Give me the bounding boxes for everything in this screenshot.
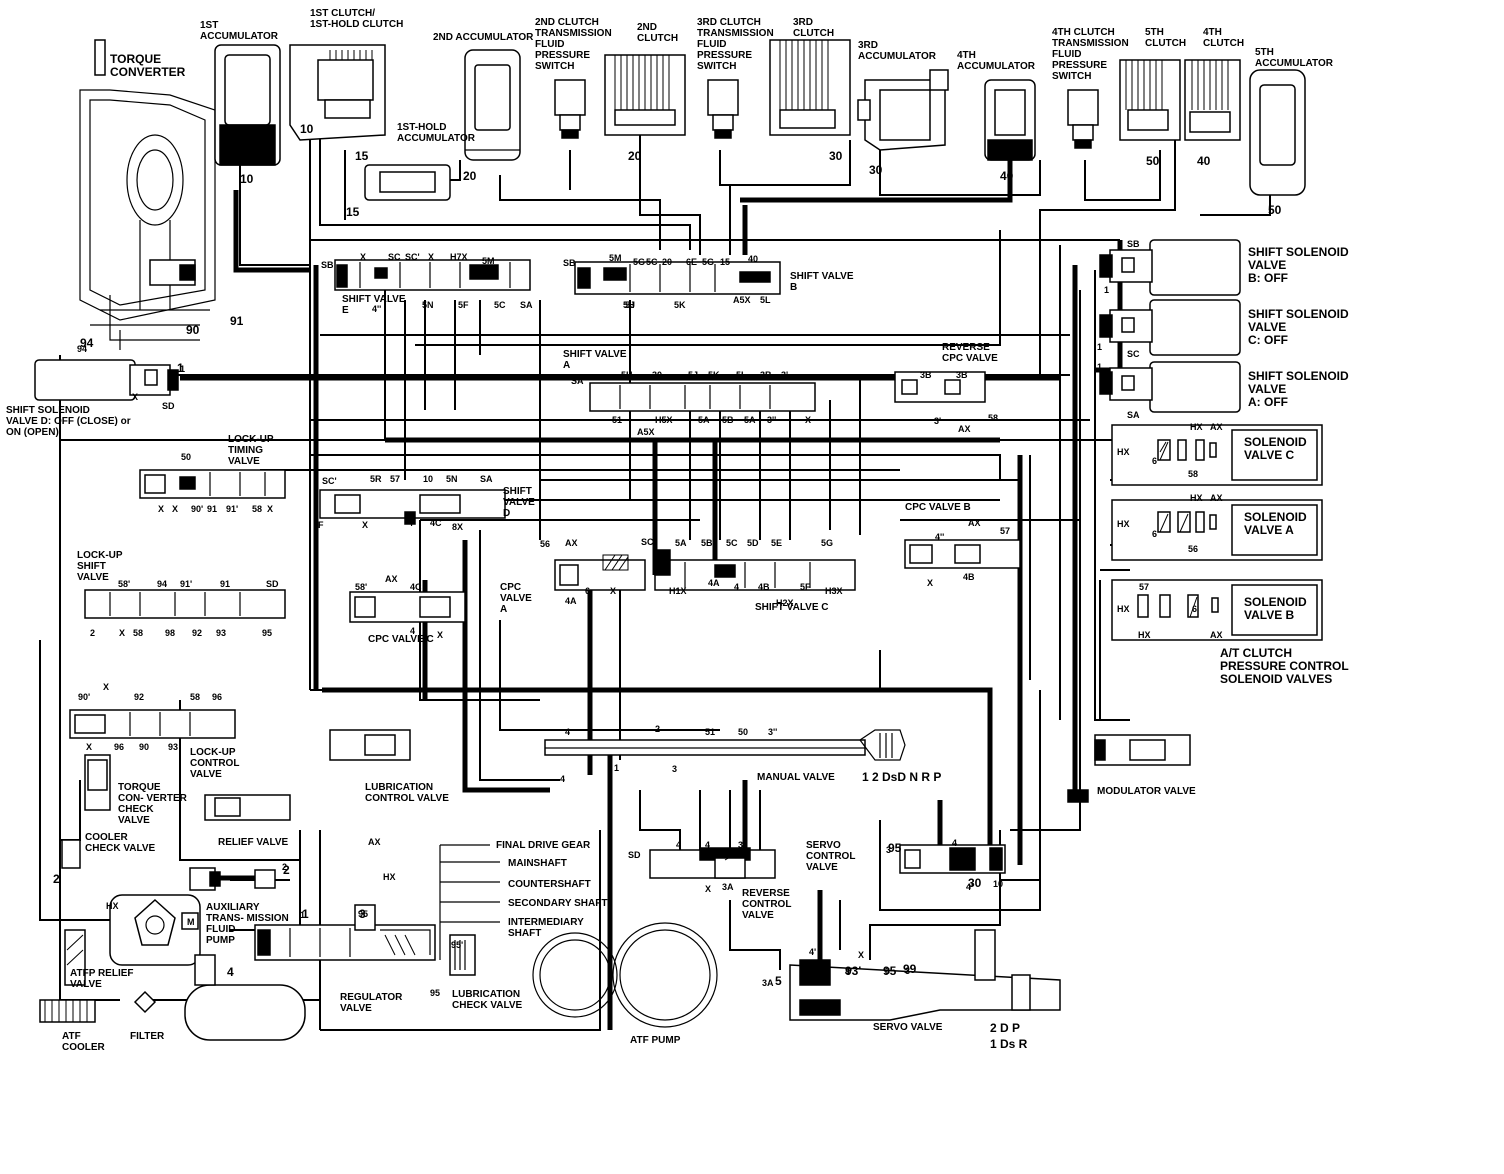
lockup-control-valve xyxy=(69,709,236,739)
atfp-relief-valve xyxy=(64,929,86,986)
lubrication-control-valve xyxy=(329,729,411,761)
servo-valve xyxy=(789,929,1061,1021)
accumulator-2nd xyxy=(464,49,521,161)
modulator-valve xyxy=(1067,734,1191,803)
cpc-valve-c xyxy=(349,591,466,623)
lubrication-check-valve xyxy=(449,934,476,976)
clutch-5th xyxy=(1119,59,1181,141)
shift-solenoid-d xyxy=(34,359,179,401)
lockup-timing-valve xyxy=(139,469,286,499)
shift-solenoid-b xyxy=(1099,239,1241,296)
reverse-cpc-valve xyxy=(894,371,986,403)
shift-valve-a xyxy=(589,382,816,412)
lockup-shift-valve xyxy=(84,589,286,619)
reservoir xyxy=(184,954,306,1041)
atf-pump xyxy=(532,922,718,1028)
pressure-switch-3rd xyxy=(707,79,739,139)
shaft-callouts xyxy=(439,844,500,960)
shift-valve-e xyxy=(334,259,531,291)
regulator-valve xyxy=(254,904,436,961)
pressure-switch-2nd xyxy=(554,79,586,139)
servo-control-valve xyxy=(899,844,1006,874)
accumulator-1st-hold xyxy=(364,164,451,201)
clutch-3rd xyxy=(769,39,851,136)
clutch-1st xyxy=(289,44,386,141)
auxiliary-pump xyxy=(109,867,276,966)
cooler-check-valve xyxy=(61,839,81,869)
shift-solenoid-c xyxy=(1099,299,1241,356)
relief-valve xyxy=(204,794,291,821)
cpc-valve-a xyxy=(554,554,646,591)
cpc-valve-b xyxy=(904,539,1021,569)
accumulator-1st xyxy=(214,44,281,166)
shift-solenoid-a xyxy=(1099,361,1241,413)
solenoid-valve-a xyxy=(1111,499,1323,561)
accumulator-3rd xyxy=(857,69,949,151)
accumulator-4th xyxy=(984,79,1036,161)
shift-valve-d xyxy=(319,489,506,525)
atf-cooler xyxy=(39,999,96,1023)
clutch-2nd xyxy=(604,54,686,136)
shift-valve-c xyxy=(654,549,856,591)
filter xyxy=(133,990,157,1014)
manual-valve xyxy=(544,729,906,761)
torque-converter xyxy=(79,39,216,350)
solenoid-valve-c xyxy=(1111,424,1323,486)
torque-converter-check-valve xyxy=(84,754,111,811)
pressure-switch-4th xyxy=(1067,89,1099,149)
reverse-control-valve xyxy=(649,847,776,879)
shift-valve-b xyxy=(574,261,781,295)
solenoid-valve-b xyxy=(1111,579,1323,641)
clutch-4th xyxy=(1184,59,1241,141)
accumulator-5th xyxy=(1249,69,1306,196)
